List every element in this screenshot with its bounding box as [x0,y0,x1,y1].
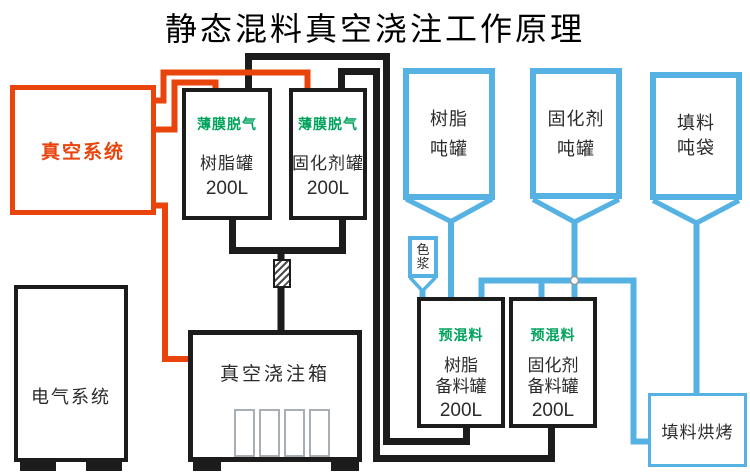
pipe-vacuum-to-casting-box [156,202,188,362]
degas-resin-tank-box: 薄膜脱气 树脂罐 200L [182,88,272,220]
filler-baking-label: 填料烘烤 [661,422,734,442]
premix-hardener-tank-box: 预混料 固化剂备料罐 200L [509,297,597,428]
premix-resin-header: 预混料 [438,327,484,343]
premix-resin-name-line1: 树脂 [444,356,478,375]
mold-1 [234,409,255,457]
pipe-degas-tanks-to-mixer [229,218,346,254]
degas-resin-header: 薄膜脱气 [197,116,257,132]
premix-resin-name: 树脂备料罐 [436,355,487,397]
funnel-color-paste [408,276,437,294]
vacuum-casting-box: 真空浇注箱 [188,330,362,462]
premix-hardener-capacity: 200L [531,400,575,421]
pipe-crossing-node [569,275,580,286]
degas-resin-capacity: 200L [205,178,249,199]
electrical-system-label: 电气系统 [31,387,111,407]
mold-group [234,409,330,457]
degas-hardener-name: 固化剂罐 [292,154,364,173]
resin-ton-tank-line1: 树脂 [430,109,468,129]
degas-hardener-tank-box: 薄膜脱气 固化剂罐 200L [289,88,367,220]
mold-3 [284,409,305,457]
pipe-vacuum-to-degas-resin [156,79,219,133]
filler-ton-bag-box: 填料 吨袋 [650,72,742,200]
premix-resin-capacity: 200L [439,400,483,421]
pipe-premix-hardener-to-degas-hardener [338,68,555,462]
hardener-ton-tank-line2: 吨罐 [557,138,595,159]
funnel-resin-ton-tank [404,196,494,225]
color-paste-box: 色浆 [408,236,438,278]
premix-hardener-header: 预混料 [530,327,576,343]
premix-resin-name-line2: 备料罐 [435,377,487,396]
premix-hardener-name: 固化剂备料罐 [528,355,579,397]
vacuum-casting-label: 真空浇注箱 [219,364,330,385]
static-mixer-symbol [273,259,291,288]
hardener-ton-tank-line1: 固化剂 [547,108,605,129]
electrical-system-box: 电气系统 [14,285,128,462]
vacuum-system-label: 真空系统 [40,141,125,163]
filler-ton-bag-line1: 填料 [677,113,715,133]
degas-hardener-capacity: 200L [306,178,350,199]
resin-ton-tank-line2: 吨罐 [430,139,468,159]
casting-box-foot-right [331,462,359,471]
hardener-ton-tank-box: 固化剂 吨罐 [530,68,622,199]
resin-ton-tank-box: 树脂 吨罐 [403,68,495,200]
casting-box-foot-left [193,462,221,471]
mold-2 [259,409,280,457]
electrical-box-foot-left [20,462,56,471]
vacuum-system-box: 真空系统 [10,85,156,215]
filler-ton-bag-line2: 吨袋 [677,138,715,158]
premix-hardener-name-line1: 固化剂 [527,356,579,375]
premix-hardener-name-line2: 备料罐 [527,377,579,396]
filler-baking-box: 填料烘烤 [648,393,747,467]
degas-resin-name: 树脂罐 [200,154,254,173]
pipe-baking-manifold [478,277,649,445]
premix-resin-tank-box: 预混料 树脂备料罐 200L [417,297,505,428]
degas-hardener-header: 薄膜脱气 [298,116,358,132]
diagram-title: 静态混料真空浇注工作原理 [164,11,585,47]
funnel-hardener-ton-tank [531,197,621,225]
pipe-premix-resin-to-degas-resin [245,53,470,445]
funnel-filler-ton-bag [651,198,741,226]
color-paste-label: 色浆 [416,242,430,271]
pipe-vacuum-to-degas-hardener [156,69,311,104]
electrical-box-foot-right [86,462,122,471]
mold-4 [309,409,330,457]
